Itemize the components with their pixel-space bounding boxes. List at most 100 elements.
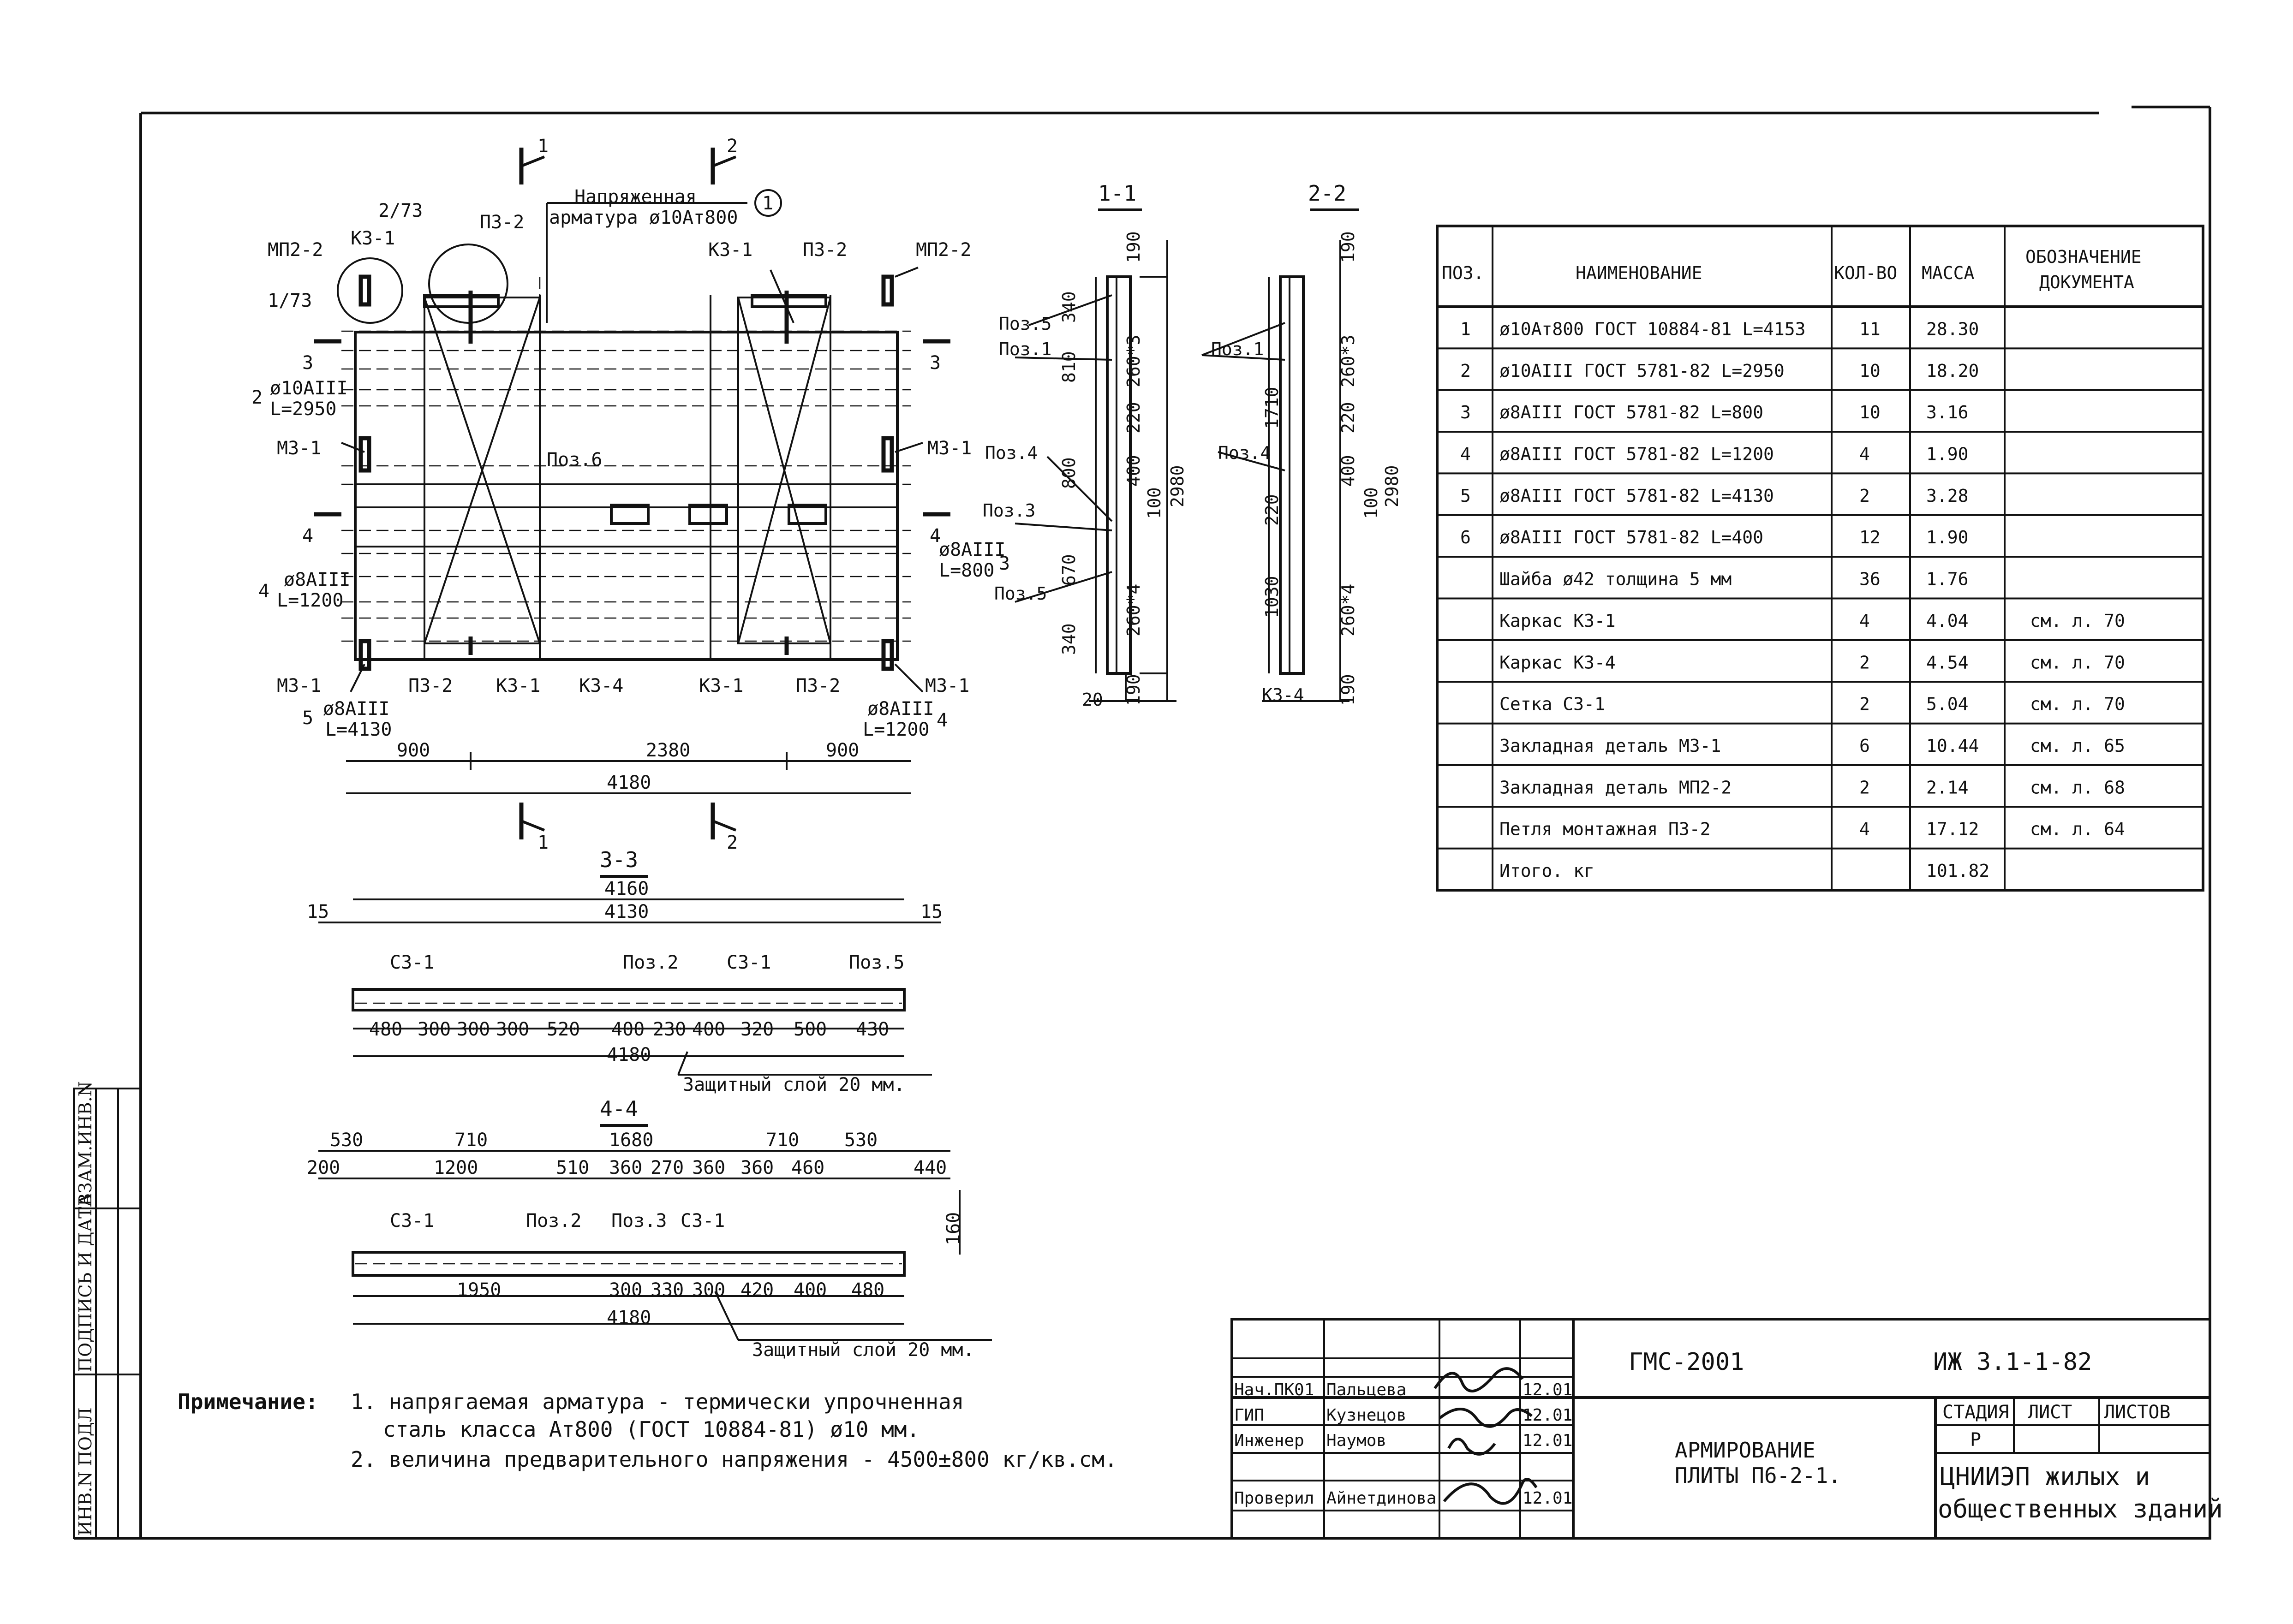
s33-dim-0: 480 [369,1019,402,1040]
cut-2-top: 2 [727,136,738,157]
spec-cell-qty: 4 [1859,611,1870,631]
pz2-top-right: ПЗ-2 [803,239,847,261]
stage-header: СТАДИЯ [1942,1402,2009,1423]
spec-cell-mass: 5.04 [1926,694,1969,714]
s33-15-right: 15 [920,901,943,922]
s44-360b: 360 [692,1157,725,1178]
s11-d340a: 340 [1059,291,1079,323]
spec-cell-doc: см. л. 70 [2030,694,2125,714]
pos5-num: 5 [302,708,313,729]
s44-160: 160 [943,1212,964,1245]
s33-pos2: Поз.2 [623,952,678,973]
notes-line1: 1. напрягаемая арматура - термически упр… [351,1389,964,1414]
s33-4180: 4180 [607,1044,651,1065]
pos3-num: 3 [999,553,1010,574]
cut-3-right: 3 [930,352,941,374]
section-2-2: 2-2 Поз.1 Поз.4 К3-4 1710 220 1030 190 2… [1201,181,1402,706]
s22-d2604: 260*4 [1338,584,1358,637]
s33-4130: 4130 [604,901,649,922]
spec-header-doc-1: ОБОЗНАЧЕНИЕ [2025,247,2142,267]
spec-cell-mass: 17.12 [1926,819,1979,839]
s44-top-0: 530 [330,1130,363,1151]
s11-pos1: Поз.1 [999,339,1051,359]
s44-4180: 4180 [607,1307,651,1328]
cut-4-right: 4 [930,525,941,547]
notes-label: Примечание: [178,1389,318,1414]
k31-bottom-left: К3-1 [496,675,540,696]
pos6-label: Поз.6 [547,449,602,470]
spec-cell-pos: 2 [1460,361,1471,381]
notes: Примечание: 1. напрягаемая арматура - те… [178,1389,1117,1472]
s11-d810: 810 [1059,351,1079,383]
cut-1-top: 1 [537,136,549,157]
signature-4 [1443,1478,1538,1505]
s44-270: 270 [651,1157,684,1178]
s33-pos5: Поз.5 [849,952,904,973]
title-line-2: ПЛИТЫ П6-2-1. [1675,1463,1841,1488]
s33-dim-8: 320 [740,1019,774,1040]
pz2-bottom-left: ПЗ-2 [408,675,453,696]
plan-view [314,148,950,839]
spec-cell-mass: 18.20 [1926,361,1979,381]
org-line-1: ЦНИИЭП жилых и [1940,1462,2150,1491]
stamp-inv-podl: ИНВ.N ПОДЛ [75,1407,96,1536]
s22-d2980: 2980 [1382,465,1402,507]
s44-bot-3: 300 [692,1279,725,1301]
pos4-len: L=1200 [277,590,344,611]
s11-d800: 800 [1059,457,1079,489]
spec-header-mass: МАССА [1922,263,1975,283]
spec-cell-name: Шайба ø42 толщина 5 мм [1499,569,1732,589]
s33-dim-7: 400 [692,1019,725,1040]
spec-cell-qty: 11 [1859,319,1881,339]
spec-header-pos: ПОЗ. [1442,263,1484,283]
ref-1-73: 1/73 [268,290,312,311]
date-3: 12.01 [1523,1489,1572,1508]
spec-cell-qty: 2 [1859,486,1870,506]
s11-d100: 100 [1144,487,1164,519]
spec-cell-doc: см. л. 68 [2030,777,2125,797]
s44-360c: 360 [740,1157,774,1178]
pz2-bottom-right: ПЗ-2 [796,675,840,696]
plan-labels: 1 2 1 2 3 3 4 4 Напряженная арматура ø10… [251,136,1010,853]
spec-cell-qty: 6 [1859,736,1870,756]
role-2: Инженер [1234,1431,1304,1450]
m31-left-1: М3-1 [277,438,321,459]
title-line-1: АРМИРОВАНИЕ [1675,1438,1815,1463]
spec-cell-mass: 3.28 [1926,486,1969,506]
date-0: 12.01 [1523,1380,1572,1399]
pos3-bar: ø8АIII [939,539,1006,560]
s33-cover: Защитный слой 20 мм. [683,1074,905,1095]
s33-dim-6: 230 [653,1019,686,1040]
spec-cell-mass: 10.44 [1926,736,1979,756]
doc-series: ИЖ 3.1-1-82 [1933,1348,2092,1376]
doc-code: ГМС-2001 [1629,1348,1744,1376]
date-2: 12.01 [1523,1431,1572,1450]
s22-pos1: Поз.1 [1211,339,1264,359]
spec-cell-name: Каркас К3-4 [1499,652,1616,672]
spec-cell-pos: 3 [1460,402,1471,422]
s44-bot-0: 1950 [457,1279,501,1301]
s22-d2603: 260*3 [1338,335,1358,387]
spec-header-qty: КОЛ-ВО [1834,263,1897,283]
s11-d2603: 260*3 [1123,335,1144,387]
s11-pos5b: Поз.5 [994,583,1047,604]
s22-d220b: 220 [1338,402,1358,434]
signature-1 [1433,1367,1524,1392]
s33-dim-2: 300 [457,1019,490,1040]
s44-360a: 360 [609,1157,642,1178]
s22-d220: 220 [1262,494,1282,526]
section-4-4: 4-4 530 710 1680 710 530 200 1200 510 36… [307,1096,992,1361]
mp22-left: МП2-2 [268,239,323,261]
s11-d340b: 340 [1059,623,1079,655]
spec-cell-qty: 12 [1859,527,1881,547]
spec-cell-name: Каркас К3-1 [1499,611,1616,631]
s22-d1710: 1710 [1262,387,1282,429]
cut-4-left: 4 [302,525,313,547]
s44-510: 510 [556,1157,589,1178]
spec-cell-name: ø8АIII ГОСТ 5781-82 L=4130 [1499,486,1774,506]
spec-cell-doc: см. л. 65 [2030,736,2125,756]
s44-1200: 1200 [434,1157,478,1178]
spec-cell-pos: 5 [1460,486,1471,506]
section-1-1: 1-1 Поз.5 Поз.1 Поз.4 Поз.3 Поз.5 340 81… [983,181,1188,710]
